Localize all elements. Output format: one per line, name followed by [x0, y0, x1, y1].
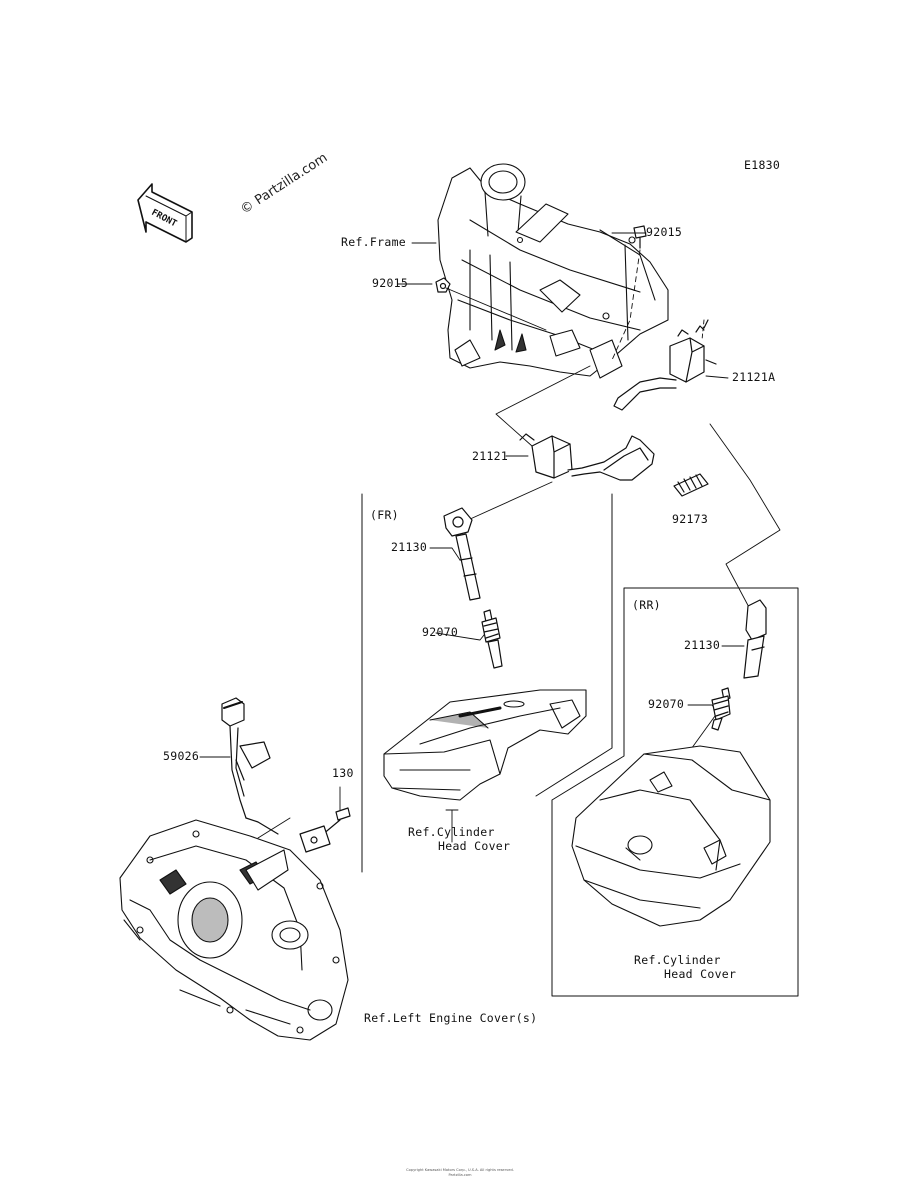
- ref-cylinder-head-rr-line1: Ref.Cylinder: [634, 953, 721, 967]
- spark-plug-92070-fr: [481, 609, 503, 669]
- clamp-92173: [673, 473, 709, 497]
- plug-cap-21130-rr: [743, 599, 767, 679]
- callout-21130-fr[interactable]: 21130: [391, 540, 428, 554]
- callout-ref-frame: Ref.Frame: [341, 235, 407, 249]
- ref-cylinder-head-fr-line1: Ref.Cylinder: [408, 825, 495, 839]
- sensor-59026: [221, 697, 279, 835]
- callout-130[interactable]: 130: [332, 766, 354, 780]
- spark-plug-92070-rr: [711, 687, 731, 731]
- ignition-coil-21121a: [613, 319, 717, 411]
- callout-59026[interactable]: 59026: [163, 749, 200, 763]
- ref-left-engine-cover: Ref.Left Engine Cover(s): [364, 1011, 538, 1025]
- callout-92015-left[interactable]: 92015: [372, 276, 409, 290]
- callout-21121[interactable]: 21121: [472, 449, 509, 463]
- section-label-fr: (FR): [370, 508, 399, 522]
- callout-92173[interactable]: 92173: [672, 512, 709, 526]
- copyright-footer: Copyright Kawasaki Motors Corp., U.S.A. …: [330, 1168, 590, 1177]
- fr-section-frame: [361, 493, 613, 873]
- front-arrow-icon: FRONT: [137, 183, 193, 243]
- callout-21121a[interactable]: 21121A: [732, 370, 776, 384]
- bolt-130: [299, 807, 351, 853]
- connection-lines: [257, 249, 781, 839]
- callout-92015-top[interactable]: 92015: [646, 225, 683, 239]
- leader-lines: [199, 232, 745, 843]
- diagram-code: E1830: [744, 158, 781, 172]
- section-label-rr: (RR): [632, 598, 661, 612]
- callout-92070-rr[interactable]: 92070: [648, 697, 685, 711]
- ref-cylinder-head-rr-line2: Head Cover: [664, 967, 737, 981]
- cylinder-head-cover-fr: [383, 689, 587, 801]
- ref-cylinder-head-fr-line2: Head Cover: [438, 839, 511, 853]
- copyright-line: Copyright Kawasaki Motors Corp., U.S.A. …: [406, 1168, 514, 1172]
- plug-cap-21130-fr: [443, 507, 481, 601]
- callout-21130-rr[interactable]: 21130: [684, 638, 721, 652]
- rr-section-box: [551, 587, 799, 997]
- copyright-source: Partzilla.com: [448, 1172, 472, 1177]
- cylinder-head-cover-rr: [571, 745, 771, 927]
- bolt-92015-top: [633, 225, 647, 249]
- frame-drawing: [437, 163, 669, 379]
- left-engine-cover: [119, 819, 349, 1041]
- ignition-coil-21121: [519, 433, 655, 481]
- callout-92070-fr[interactable]: 92070: [422, 625, 459, 639]
